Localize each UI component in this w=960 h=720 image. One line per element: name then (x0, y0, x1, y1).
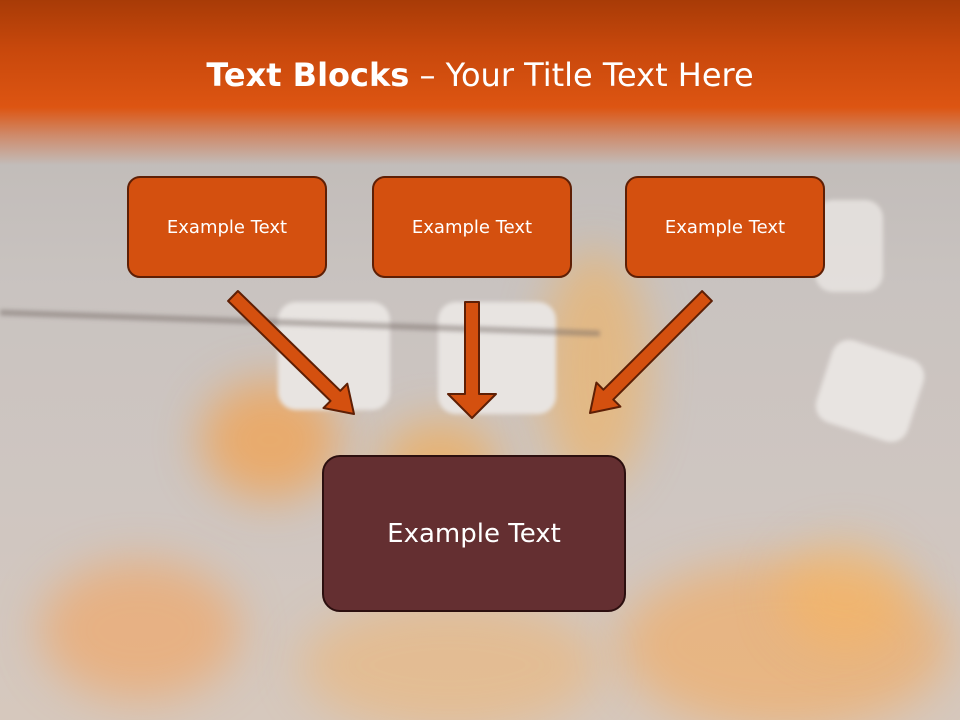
text-box-left[interactable]: Example Text (127, 176, 327, 278)
text-box-middle-label: Example Text (411, 216, 533, 238)
header-band (0, 0, 960, 165)
center-text-box[interactable]: Example Text (322, 455, 626, 612)
text-box-left-label: Example Text (166, 216, 288, 238)
text-box-right-label: Example Text (664, 216, 786, 238)
title-bold-text: Text Blocks (206, 56, 410, 94)
arrow-left (227, 290, 355, 415)
arrow-right (589, 290, 713, 414)
title-dash: – (409, 56, 446, 94)
arrow-middle (447, 301, 497, 419)
center-text-box-label: Example Text (387, 518, 561, 549)
slide-title: Text Blocks – Your Title Text Here (0, 54, 960, 96)
title-rest-text: Your Title Text Here (445, 56, 754, 94)
text-box-middle[interactable]: Example Text (372, 176, 572, 278)
text-box-right[interactable]: Example Text (625, 176, 825, 278)
